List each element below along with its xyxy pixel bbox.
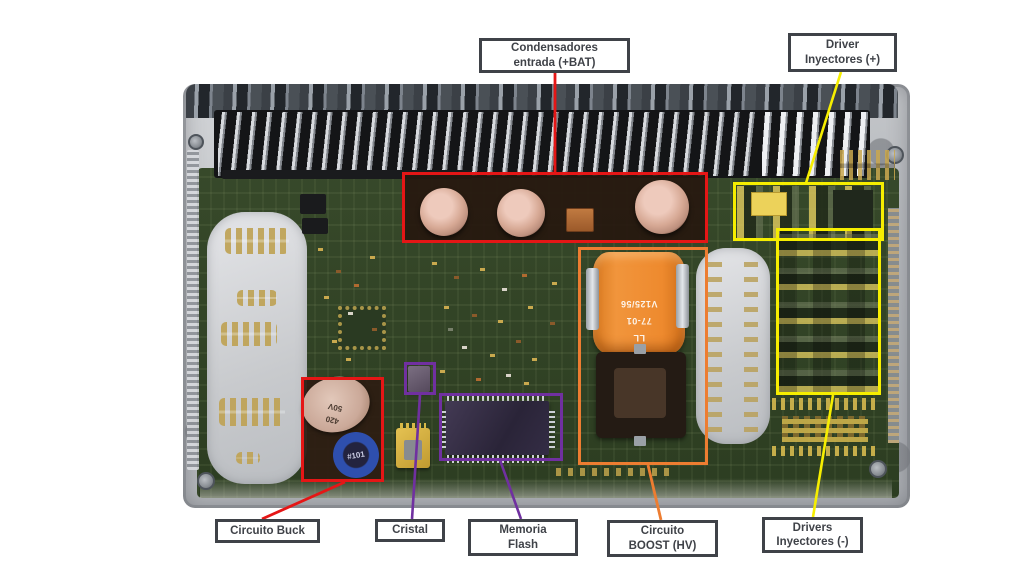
flash-memory-chip: [445, 401, 549, 455]
connector-pins-left: [218, 112, 758, 176]
gold-pad-strip: [772, 446, 880, 456]
copper-smd-chip: [566, 208, 594, 232]
label-memoria-flash: Memoria Flash: [468, 519, 578, 556]
connector-latch-bar: [222, 170, 472, 179]
boost-transformer-core: [614, 368, 666, 418]
annotation-box-driver-plus: [733, 182, 884, 241]
label-drivers-inyectores-minus: Drivers Inyectores (-): [762, 517, 863, 553]
label-condensadores-entrada: Condensadores entrada (+BAT): [479, 38, 630, 73]
smd-components-row: [556, 468, 676, 476]
gold-pads-column: [744, 262, 758, 432]
label-cristal: Cristal: [375, 519, 445, 542]
crystal-component: [408, 366, 430, 392]
thermal-pad-left: [207, 212, 307, 484]
annotation-box-condensadores: [402, 172, 708, 243]
transformer-lead: [634, 436, 646, 446]
board-edge-pads-right: [888, 208, 899, 443]
case-screw-bottom-right: [869, 460, 887, 478]
bare-qfp-footprint: [338, 306, 386, 350]
inductor-clip-right: [676, 264, 689, 328]
smd-components-scatter: [318, 248, 323, 251]
buck-toroid-inductor: #101: [333, 432, 379, 478]
gold-pad-strip: [772, 398, 880, 410]
input-capacitor-1: [420, 188, 468, 236]
annotation-box-drivers-minus: [776, 228, 881, 395]
board-edge-pads-left: [187, 150, 199, 470]
flash-pins-right: [549, 408, 555, 448]
gold-pad-block: [782, 416, 868, 442]
boost-inductor: [593, 252, 685, 354]
transformer-lead: [634, 344, 646, 354]
annotation-box-flash: [439, 393, 563, 461]
pcb-bottom-corrosion: [200, 478, 892, 498]
case-screw-top-left: [188, 134, 204, 150]
annotation-box-buck: [301, 377, 384, 482]
driver-minus-components: [779, 231, 878, 392]
oscillator-leads: [400, 423, 426, 429]
gold-pads-cluster: [219, 398, 285, 426]
black-component: [300, 194, 326, 214]
label-circuito-buck: Circuito Buck: [215, 519, 320, 543]
input-capacitor-3: [635, 180, 689, 234]
gold-pads-cluster: [225, 228, 289, 254]
gold-pads-cluster: [236, 452, 260, 464]
smd-components-scatter: [432, 262, 437, 265]
annotation-box-boost: [578, 247, 708, 465]
label-driver-inyectores-plus: Driver Inyectores (+): [788, 33, 897, 72]
flash-pins-top: [447, 395, 547, 402]
black-component: [302, 218, 328, 234]
driver-dark-chip: [833, 190, 873, 230]
input-capacitor-2: [497, 189, 545, 237]
annotation-box-cristal: [404, 362, 436, 395]
gold-pads-cluster: [237, 290, 277, 306]
label-circuito-boost: Circuito BOOST (HV): [607, 520, 718, 557]
gold-pads-column: [706, 262, 722, 432]
inductor-clip-left: [586, 268, 599, 330]
flash-pins-left: [440, 408, 446, 448]
oscillator-lid: [404, 440, 422, 460]
driver-gold-component: [751, 192, 787, 216]
case-screw-bottom-left: [197, 472, 215, 490]
gold-pads-cluster: [221, 322, 277, 346]
smd-components-topright: [840, 150, 895, 180]
